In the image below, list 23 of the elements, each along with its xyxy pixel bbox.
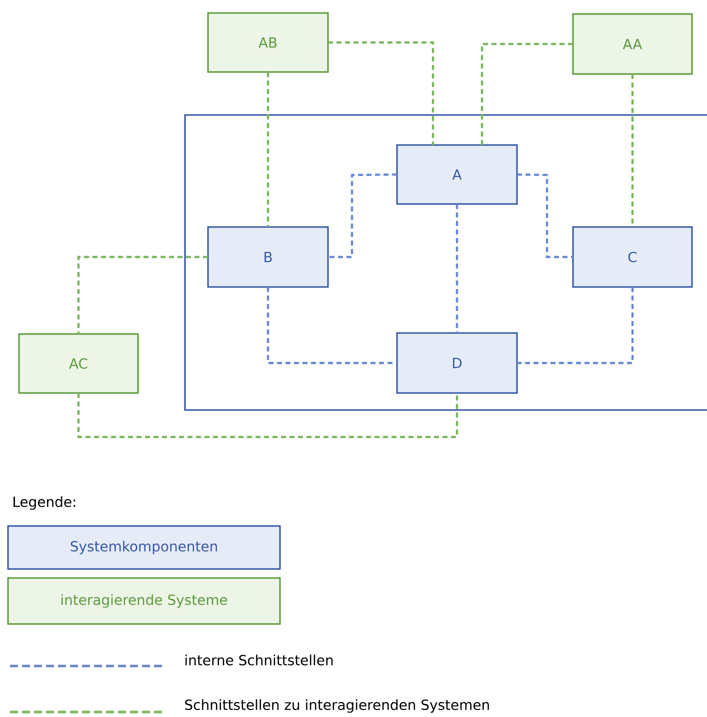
connector bbox=[77, 256, 208, 334]
connector bbox=[480, 42, 573, 145]
component-box: D bbox=[396, 332, 518, 394]
connector bbox=[516, 173, 573, 258]
component-box: A bbox=[396, 144, 518, 205]
system-box: AC bbox=[18, 333, 139, 394]
connector bbox=[266, 287, 397, 364]
component-box: C bbox=[572, 226, 693, 288]
system-frame bbox=[184, 114, 707, 411]
legend-text: Schnittstellen zu interagierenden Systemen bbox=[185, 699, 489, 713]
legend-heading: Legende: bbox=[14, 496, 76, 510]
connector bbox=[77, 393, 458, 438]
legend-box: Systemkomponenten bbox=[7, 525, 281, 570]
system-box: AA bbox=[572, 13, 693, 75]
component-box: B bbox=[207, 226, 329, 288]
connector bbox=[328, 41, 434, 145]
legend-text: interne Schnittstellen bbox=[186, 654, 333, 666]
connector bbox=[328, 173, 397, 258]
connector bbox=[517, 287, 634, 364]
system-box: AB bbox=[207, 12, 329, 73]
connector bbox=[456, 204, 458, 333]
legend-box: interagierende Systeme bbox=[7, 577, 281, 625]
connector bbox=[266, 72, 270, 227]
